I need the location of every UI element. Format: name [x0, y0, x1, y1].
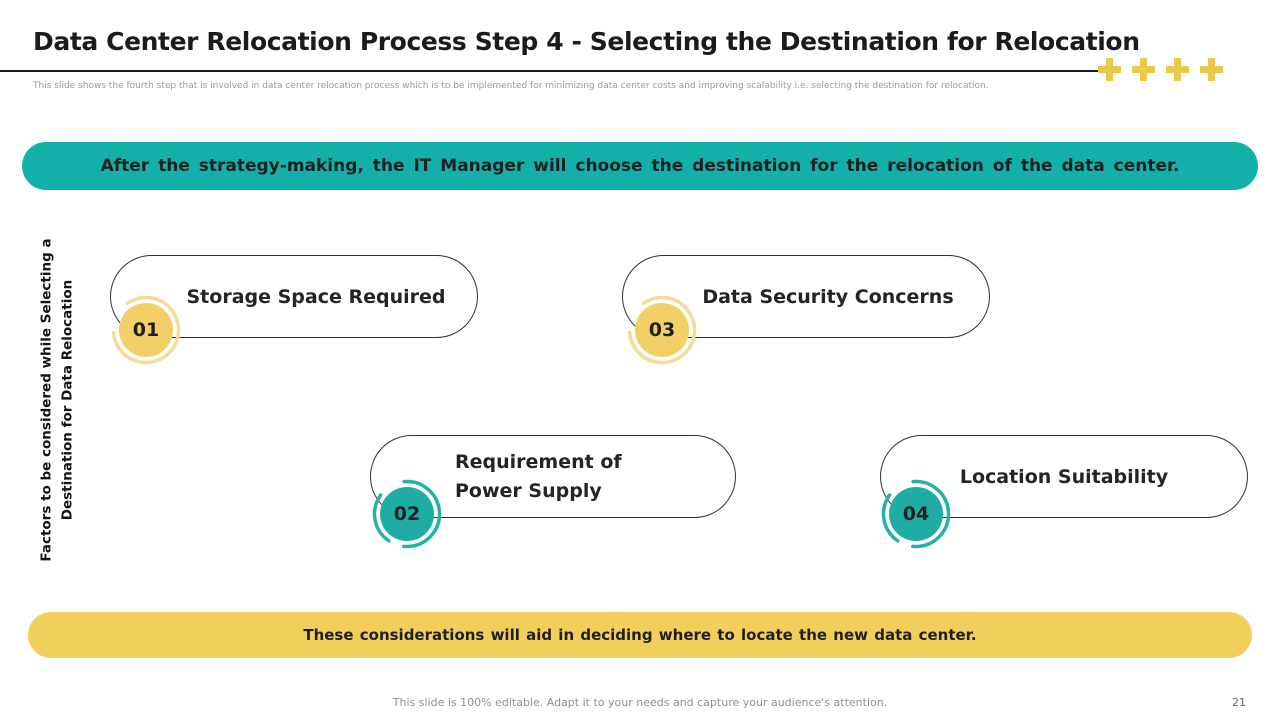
intro-banner: After the strategy-making, the IT Manage…	[22, 142, 1258, 190]
factor-label: Data Security Concerns	[702, 285, 954, 308]
step-number-badge: 04	[889, 487, 943, 541]
page-title: Data Center Relocation Process Step 4 - …	[33, 27, 1140, 56]
step-number-badge: 02	[380, 487, 434, 541]
plus-decoration	[1098, 58, 1223, 81]
number-ring-icon	[370, 477, 444, 551]
conclusion-banner: These considerations will aid in decidin…	[28, 612, 1252, 658]
factor-label: Location Suitability	[959, 465, 1169, 488]
plus-icon	[1200, 58, 1223, 81]
number-ring-icon	[625, 293, 699, 367]
number-ring-icon	[109, 293, 183, 367]
side-axis-label: Factors to be considered while Selecting…	[37, 228, 81, 573]
footer-note: This slide is 100% editable. Adapt it to…	[392, 696, 888, 709]
factor-pill-power-supply: Requirement of Power Supply	[370, 435, 736, 518]
factor-label: Storage Space Required	[186, 285, 446, 308]
page-number: 21	[1232, 696, 1246, 709]
side-axis-label-line2: Destination for Data Relocation	[59, 279, 76, 521]
step-number-badge: 03	[635, 303, 689, 357]
plus-icon	[1132, 58, 1155, 81]
plus-icon	[1166, 58, 1189, 81]
side-axis-label-line1: Factors to be considered while Selecting…	[38, 238, 55, 562]
plus-icon	[1098, 58, 1121, 81]
factor-label: Requirement of Power Supply	[455, 450, 622, 502]
slide-description: This slide shows the fourth step that is…	[33, 81, 989, 91]
step-number-badge: 01	[119, 303, 173, 357]
title-underline	[0, 70, 1104, 72]
number-ring-icon	[879, 477, 953, 551]
